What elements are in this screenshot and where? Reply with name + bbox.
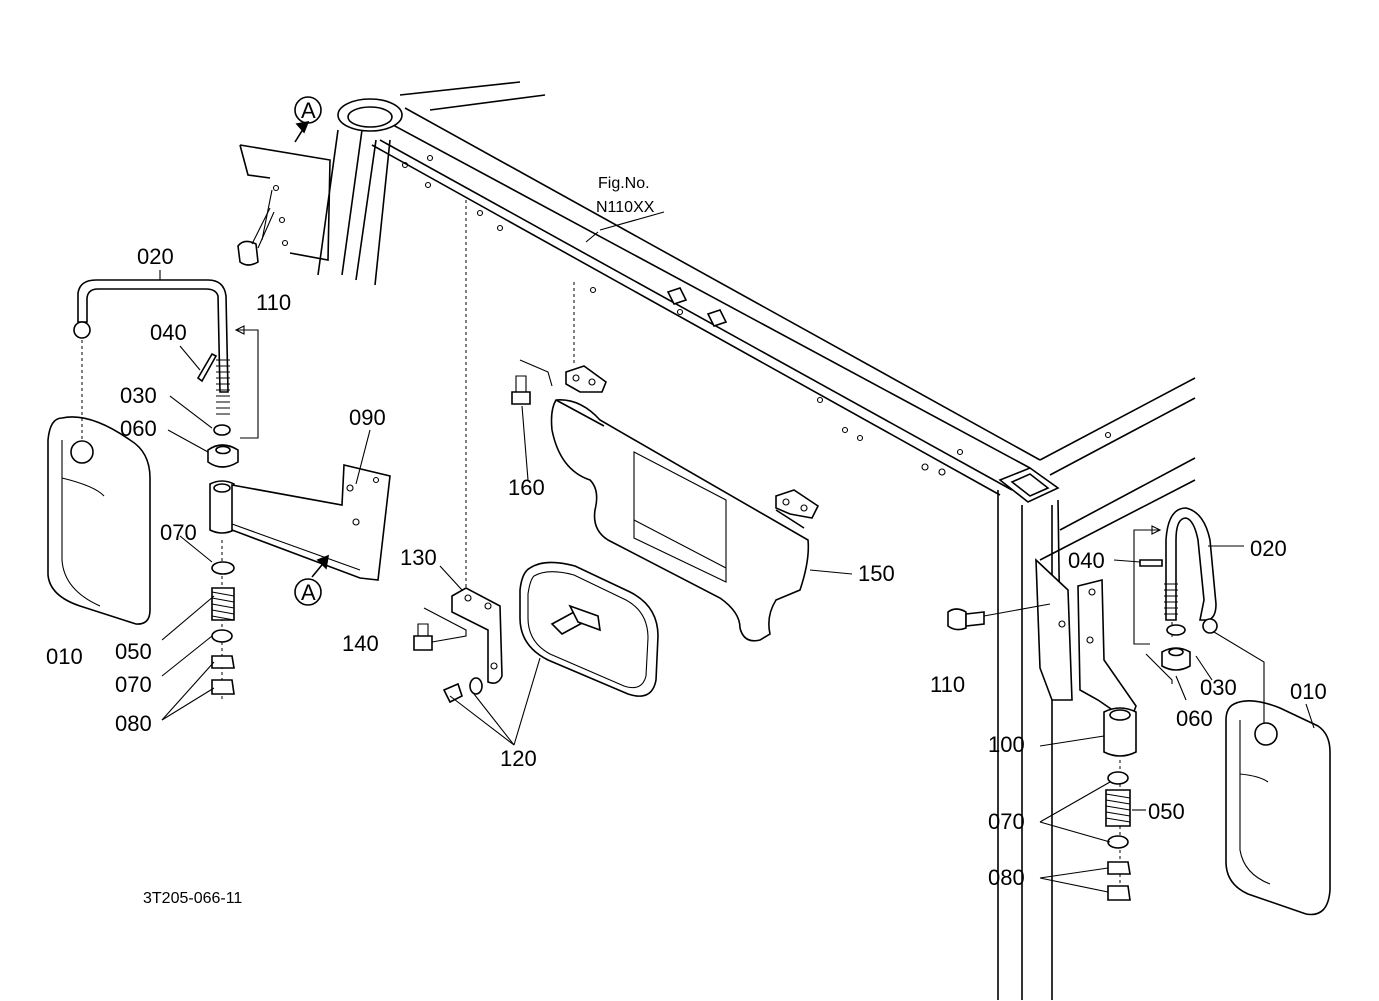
callout-right-050: 050 [1148, 799, 1185, 824]
leader-lines [159, 211, 1315, 893]
right-pin [1139, 559, 1163, 567]
sun-visor [550, 399, 810, 642]
view-marker-a-top-text: A [301, 98, 316, 123]
callout-left-090: 090 [349, 405, 386, 430]
callout-right-080: 080 [988, 865, 1025, 890]
right-nut-lower [1107, 885, 1131, 901]
left-bushing [207, 444, 239, 468]
callout-right-030: 030 [1200, 675, 1237, 700]
callout-left-060: 060 [120, 416, 157, 441]
figure-ref-line1: Fig.No. [598, 175, 650, 192]
callout-left-050: 050 [115, 639, 152, 664]
right-mirror-arm [1165, 507, 1217, 621]
callout-120: 120 [500, 746, 537, 771]
right-bushing [1161, 647, 1191, 671]
right-mirror-head [1225, 700, 1331, 916]
right-o-ring [1166, 624, 1186, 636]
callout-right-020: 020 [1250, 536, 1287, 561]
center-washer [469, 677, 483, 695]
drawing-number: 3T205-066-11 [143, 890, 242, 907]
callout-left-010: 010 [46, 644, 83, 669]
callout-right-040: 040 [1068, 548, 1105, 573]
left-o-ring [213, 424, 231, 436]
callout-right-010: 010 [1290, 679, 1327, 704]
callout-left-110: 110 [256, 290, 291, 315]
right-support-plate [1035, 558, 1073, 701]
right-mirror-assembly [947, 507, 1331, 916]
left-mirror-head [47, 416, 151, 625]
right-bracket [1077, 578, 1137, 724]
visor-screw [511, 391, 531, 405]
callout-right-060: 060 [1176, 706, 1213, 731]
right-washer-lower [1107, 835, 1129, 849]
callout-left-040: 040 [150, 320, 187, 345]
right-washer-upper [1107, 771, 1129, 785]
callout-labels: Fig.No. N110XX 020 110 040 030 060 090 0… [46, 175, 1327, 907]
figure-ref-line2: N110XX [596, 199, 655, 216]
right-bolt [947, 608, 985, 631]
view-marker-a-bottom: A [294, 554, 330, 606]
left-washer-lower [211, 629, 233, 643]
right-nut-upper [1107, 861, 1131, 875]
callout-130: 130 [400, 545, 437, 570]
callout-right-110: 110 [930, 672, 965, 697]
callout-160: 160 [508, 475, 545, 500]
center-bracket [451, 587, 503, 684]
callout-150: 150 [858, 561, 895, 586]
right-pivot-tube [1103, 707, 1137, 757]
center-assembly [413, 200, 820, 704]
left-spring [211, 587, 235, 621]
center-screw [413, 635, 433, 651]
left-pin [196, 352, 218, 383]
callout-left-070-upper: 070 [160, 520, 197, 545]
callout-left-080: 080 [115, 711, 152, 736]
left-nut-upper [211, 655, 235, 669]
right-spring [1105, 789, 1131, 827]
left-support-bracket [231, 463, 391, 581]
callout-left-020: 020 [137, 244, 174, 269]
callout-right-070: 070 [988, 809, 1025, 834]
view-marker-a-bottom-text: A [301, 580, 316, 605]
upper-bolt [237, 207, 275, 266]
left-nut-lower [211, 679, 235, 695]
left-mirror-assembly [47, 189, 391, 700]
cab-frame [239, 81, 1196, 1000]
center-nut [442, 682, 463, 704]
left-washer-upper [211, 561, 235, 575]
rear-view-mirror [519, 561, 659, 697]
callout-140: 140 [342, 631, 379, 656]
callout-right-100: 100 [988, 732, 1025, 757]
callout-left-030: 030 [120, 383, 157, 408]
callout-left-070-lower: 070 [115, 672, 152, 697]
left-mirror-arm [77, 279, 229, 393]
view-marker-a-top: A [294, 96, 322, 143]
